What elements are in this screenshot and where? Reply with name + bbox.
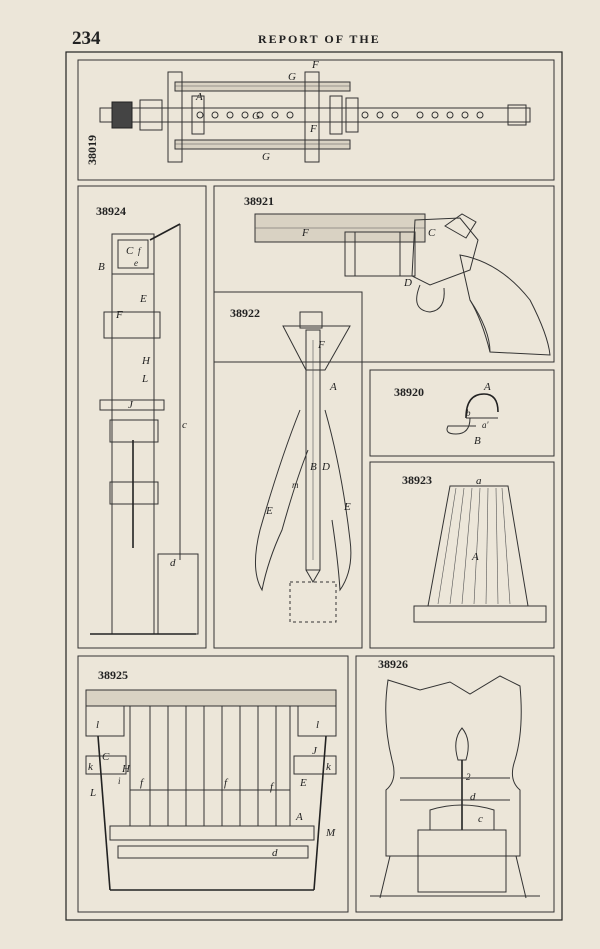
label-38922-B: B xyxy=(310,461,317,473)
label-38019-G2: G xyxy=(252,110,260,122)
label-38921-C: C xyxy=(428,227,436,239)
figure-38921: 38921 F C D xyxy=(213,185,555,363)
label-38019-A: A xyxy=(195,91,203,103)
label-38925-k: k xyxy=(88,761,94,773)
plate-border xyxy=(65,51,563,921)
panel-38920 xyxy=(369,369,555,457)
panel-38921 xyxy=(213,185,555,363)
label-38923-a: a xyxy=(476,475,482,487)
panel-38926 xyxy=(355,655,555,913)
panel-38923 xyxy=(369,461,555,649)
label-38925-f: f xyxy=(140,777,145,789)
fig-number-38921: 38921 xyxy=(244,194,274,208)
label-38923-A: A xyxy=(471,551,479,563)
label-38925-f3: f xyxy=(270,781,275,793)
label-38924-L: L xyxy=(141,373,148,385)
figure-38923: 38923 a A xyxy=(369,461,555,649)
figure-38926: 38926 d c 2 xyxy=(355,655,555,913)
label-38926-c: c xyxy=(478,813,483,825)
page-header: 234 REPORT OF THE xyxy=(0,22,600,52)
label-38922-m: m xyxy=(292,480,299,490)
label-38925-f2: f xyxy=(224,777,229,789)
label-38926-d: d xyxy=(470,791,476,803)
fig-number-38019: 38019 xyxy=(85,135,99,165)
label-38921-D: D xyxy=(403,277,412,289)
label-38924-B: B xyxy=(98,261,105,273)
fig-number-38924: 38924 xyxy=(96,204,126,218)
figure-38925: 38925 l l C J xyxy=(77,655,349,913)
label-38925-M: M xyxy=(325,827,336,839)
label-38019-G: G xyxy=(288,71,296,83)
label-38925-J: J xyxy=(312,745,318,757)
label-38924-C: C xyxy=(126,245,134,257)
label-38926-2: 2 xyxy=(466,772,471,782)
figure-38924: 38924 C f e B E F H L J c xyxy=(77,185,207,649)
panel-38922 xyxy=(213,291,363,649)
label-38924-f: f xyxy=(138,246,142,256)
label-38925-C: C xyxy=(102,751,110,763)
label-38920-A: A xyxy=(483,381,491,393)
figure-38922: 38922 F A D B E E m xyxy=(213,291,363,649)
page-number: 234 xyxy=(72,28,101,49)
running-head: REPORT OF THE xyxy=(258,32,381,46)
label-38925-L: L xyxy=(89,787,96,799)
label-38922-A: A xyxy=(329,381,337,393)
label-38920-B: B xyxy=(474,435,481,447)
figure-38019: 38019 xyxy=(77,59,555,181)
label-38924-H: H xyxy=(141,355,151,367)
label-38924-F: F xyxy=(115,309,123,321)
label-38925-i: i xyxy=(118,776,121,786)
label-38924-J: J xyxy=(128,399,134,411)
label-38924-e: e xyxy=(134,258,138,268)
label-38925-l: l xyxy=(96,719,99,731)
label-38924-d: d xyxy=(170,557,176,569)
label-38924-E: E xyxy=(139,293,147,305)
label-38019-G3: G xyxy=(262,151,270,163)
bar-holes xyxy=(196,111,484,119)
label-38019-F: F xyxy=(311,59,319,71)
label-38922-F: F xyxy=(317,339,325,351)
label-38921-F: F xyxy=(301,227,309,239)
fig-number-38920: 38920 xyxy=(394,385,424,399)
label-38920-a: a' xyxy=(482,420,490,430)
label-38019-F2: F xyxy=(309,123,317,135)
label-38925-A: A xyxy=(295,811,303,823)
fig-number-38922: 38922 xyxy=(230,306,260,320)
label-38925-d: d xyxy=(272,847,278,859)
label-38925-l2: l xyxy=(316,719,319,731)
fig-number-38926: 38926 xyxy=(378,657,408,671)
fig-number-38923: 38923 xyxy=(402,473,432,487)
fig-number-38925: 38925 xyxy=(98,668,128,682)
label-38924-c: c xyxy=(182,419,187,431)
label-38922-E: E xyxy=(265,505,273,517)
label-38922-D: D xyxy=(321,461,330,473)
label-38922-E2: E xyxy=(343,501,351,513)
label-38920-b: b xyxy=(466,408,471,418)
label-38925-H: H xyxy=(121,763,131,775)
panel-38924 xyxy=(77,185,207,649)
figure-38920: 38920 A b a' B xyxy=(369,369,555,457)
label-38925-k2: k xyxy=(326,761,332,773)
label-38925-E: E xyxy=(299,777,307,789)
panel-38019 xyxy=(77,59,555,181)
panel-38925 xyxy=(77,655,349,913)
